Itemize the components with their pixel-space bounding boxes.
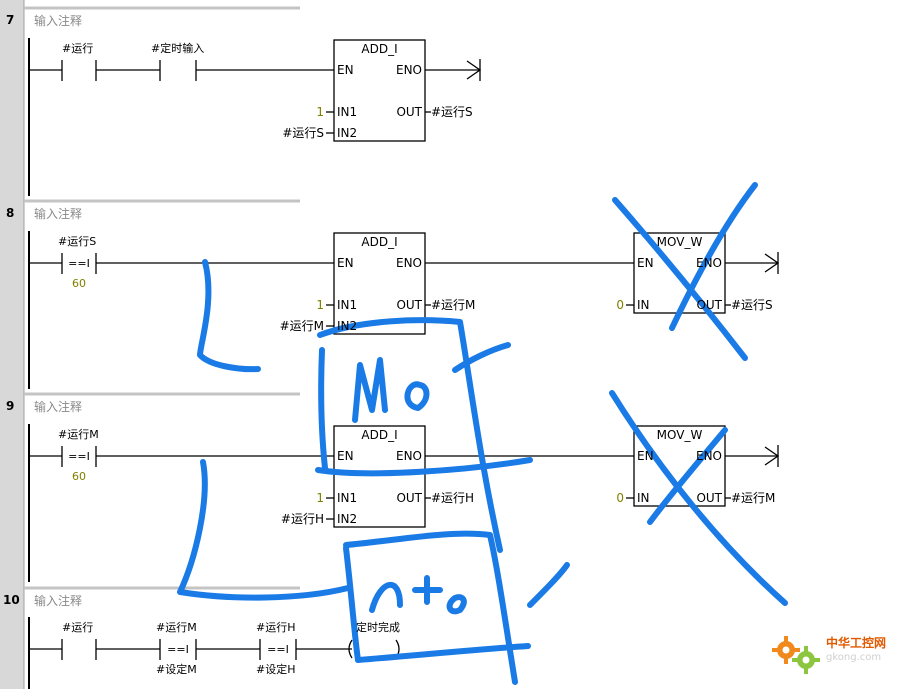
compare-value[interactable]: #设定M — [156, 663, 197, 676]
in2-operand[interactable]: #运行H — [280, 512, 324, 526]
compare-operand[interactable]: #运行M — [156, 621, 197, 634]
network-comment[interactable]: 输入注释 — [34, 207, 83, 221]
compare-value[interactable]: #设定H — [256, 663, 296, 676]
mov-out-operand[interactable]: #运行M — [731, 491, 776, 505]
network-9-wiring — [29, 425, 780, 528]
mov-block-title[interactable]: MOV_W — [656, 235, 703, 249]
pin-in: IN — [637, 298, 650, 312]
network-number: 7 — [6, 13, 15, 27]
contact-operand[interactable]: #运行 — [62, 621, 94, 634]
compare-value[interactable]: 60 — [72, 470, 86, 483]
block-title[interactable]: ADD_I — [361, 428, 398, 442]
gear-icon — [772, 636, 820, 674]
block-title[interactable]: ADD_I — [361, 42, 398, 56]
pin-in1: IN1 — [337, 491, 358, 505]
network-8-wiring — [29, 232, 780, 335]
compare-value[interactable]: 60 — [72, 277, 86, 290]
pin-eno: ENO — [695, 256, 722, 270]
mov-block-title[interactable]: MOV_W — [656, 428, 703, 442]
pin-out: OUT — [696, 491, 722, 505]
pin-eno: ENO — [395, 256, 422, 270]
network-number: 8 — [6, 206, 15, 220]
mov-in-value[interactable]: 0 — [616, 491, 624, 505]
mov-out-operand[interactable]: #运行S — [731, 298, 773, 312]
contact-operand[interactable]: #定时输入 — [151, 42, 205, 55]
compare-op: ==I — [68, 450, 90, 463]
pin-eno: ENO — [395, 63, 422, 77]
out-operand[interactable]: #运行M — [431, 298, 476, 312]
coil-operand[interactable]: 定时完成 — [356, 621, 400, 634]
in1-value[interactable]: 1 — [316, 105, 324, 119]
watermark-title: 中华工控网 — [826, 636, 887, 650]
compare-operand[interactable]: #运行S — [58, 235, 97, 248]
network-7-wiring — [29, 39, 482, 142]
pin-en: EN — [637, 256, 654, 270]
pin-in2: IN2 — [337, 319, 358, 333]
mov-in-value[interactable]: 0 — [616, 298, 624, 312]
network-number: 9 — [6, 399, 15, 413]
pin-in2: IN2 — [337, 126, 358, 140]
pin-eno: ENO — [395, 449, 422, 463]
network-separators — [24, 6, 300, 590]
pin-out: OUT — [396, 298, 422, 312]
out-operand[interactable]: #运行S — [431, 105, 473, 119]
network-comment[interactable]: 输入注释 — [34, 400, 83, 414]
network-gutter — [0, 0, 24, 689]
pin-en: EN — [337, 256, 354, 270]
in1-value[interactable]: 1 — [316, 298, 324, 312]
in1-value[interactable]: 1 — [316, 491, 324, 505]
pin-out: OUT — [396, 105, 422, 119]
pin-in2: IN2 — [337, 512, 358, 526]
network-comment[interactable]: 输入注释 — [34, 594, 83, 608]
watermark-url: gkong.com — [826, 652, 882, 663]
in2-operand[interactable]: #运行S — [282, 126, 324, 140]
pin-in: IN — [637, 491, 650, 505]
compare-op: ==I — [267, 643, 289, 656]
contact-operand[interactable]: #运行 — [62, 42, 94, 55]
pin-out: OUT — [396, 491, 422, 505]
network-10-wiring — [29, 639, 400, 660]
block-title[interactable]: ADD_I — [361, 235, 398, 249]
pin-en: EN — [337, 63, 354, 77]
pin-in1: IN1 — [337, 298, 358, 312]
pin-eno: ENO — [695, 449, 722, 463]
out-operand[interactable]: #运行H — [431, 491, 475, 505]
network-number: 10 — [3, 593, 20, 607]
handwritten-annotations — [177, 182, 788, 685]
compare-operand[interactable]: #运行M — [58, 428, 99, 441]
compare-op: ==I — [167, 643, 189, 656]
compare-op: ==I — [68, 257, 90, 270]
pin-en: EN — [337, 449, 354, 463]
network-comment[interactable]: 输入注释 — [34, 14, 83, 28]
compare-operand[interactable]: #运行H — [256, 621, 296, 634]
pin-en: EN — [637, 449, 654, 463]
watermark: 中华工控网 gkong.com — [768, 628, 900, 678]
pin-out: OUT — [696, 298, 722, 312]
pin-in1: IN1 — [337, 105, 358, 119]
in2-operand[interactable]: #运行M — [279, 319, 324, 333]
